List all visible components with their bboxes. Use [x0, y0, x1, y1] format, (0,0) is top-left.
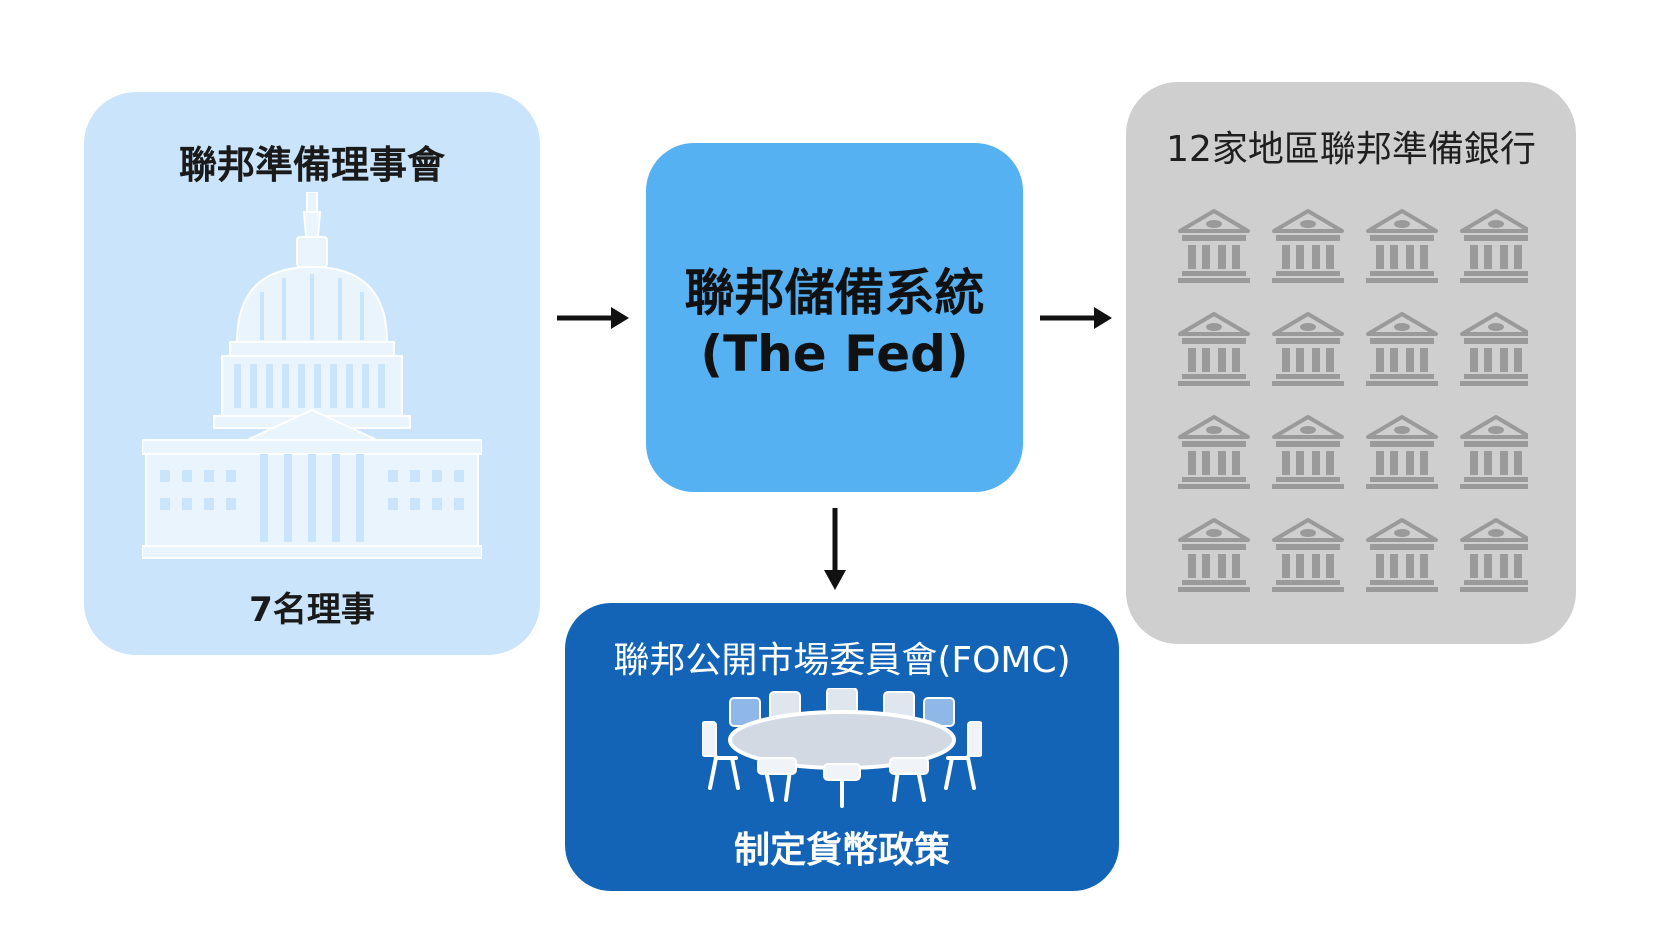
bank-building-icon	[1178, 415, 1250, 489]
fomc-title: 聯邦公開市場委員會(FOMC)	[613, 640, 1071, 681]
fed-title: 聯邦儲備系統	[684, 264, 985, 322]
bank-building-icon	[1460, 518, 1528, 592]
bank-building-icon	[1272, 312, 1344, 386]
bank-icons-grid	[1178, 209, 1528, 592]
bank-building-icon	[1460, 312, 1528, 386]
board-of-governors-box: 聯邦準備理事會	[84, 92, 540, 655]
bank-building-icon	[1460, 415, 1528, 489]
fomc-description: 制定貨幣政策	[733, 830, 950, 871]
bank-building-icon	[1272, 415, 1344, 489]
bank-building-icon	[1366, 518, 1438, 592]
bank-building-icon	[1178, 209, 1250, 283]
fed-subtitle: (The Fed)	[700, 325, 969, 383]
bank-building-icon	[1178, 518, 1250, 592]
regional-banks-box: 12家地區聯邦準備銀行	[1126, 82, 1576, 644]
bank-building-icon	[1366, 312, 1438, 386]
federal-reserve-system-box: 聯邦儲備系統 (The Fed)	[646, 143, 1023, 492]
arrow-right-icon	[557, 307, 629, 329]
capitol-building-icon	[142, 192, 482, 559]
arrow-right-icon	[1040, 307, 1112, 329]
bank-building-icon	[1272, 518, 1344, 592]
fomc-box: 聯邦公開市場委員會(FOMC) 制定貨幣政策	[565, 603, 1119, 891]
board-members-count: 7名理事	[249, 590, 375, 630]
bank-building-icon	[1366, 209, 1438, 283]
board-title: 聯邦準備理事會	[178, 143, 445, 187]
bank-building-icon	[1460, 209, 1528, 283]
meeting-table-icon	[702, 688, 982, 808]
bank-building-icon	[1178, 312, 1250, 386]
bank-building-icon	[1366, 415, 1438, 489]
bank-building-icon	[1272, 209, 1344, 283]
arrow-down-icon	[824, 508, 846, 590]
regional-banks-title: 12家地區聯邦準備銀行	[1166, 129, 1536, 170]
